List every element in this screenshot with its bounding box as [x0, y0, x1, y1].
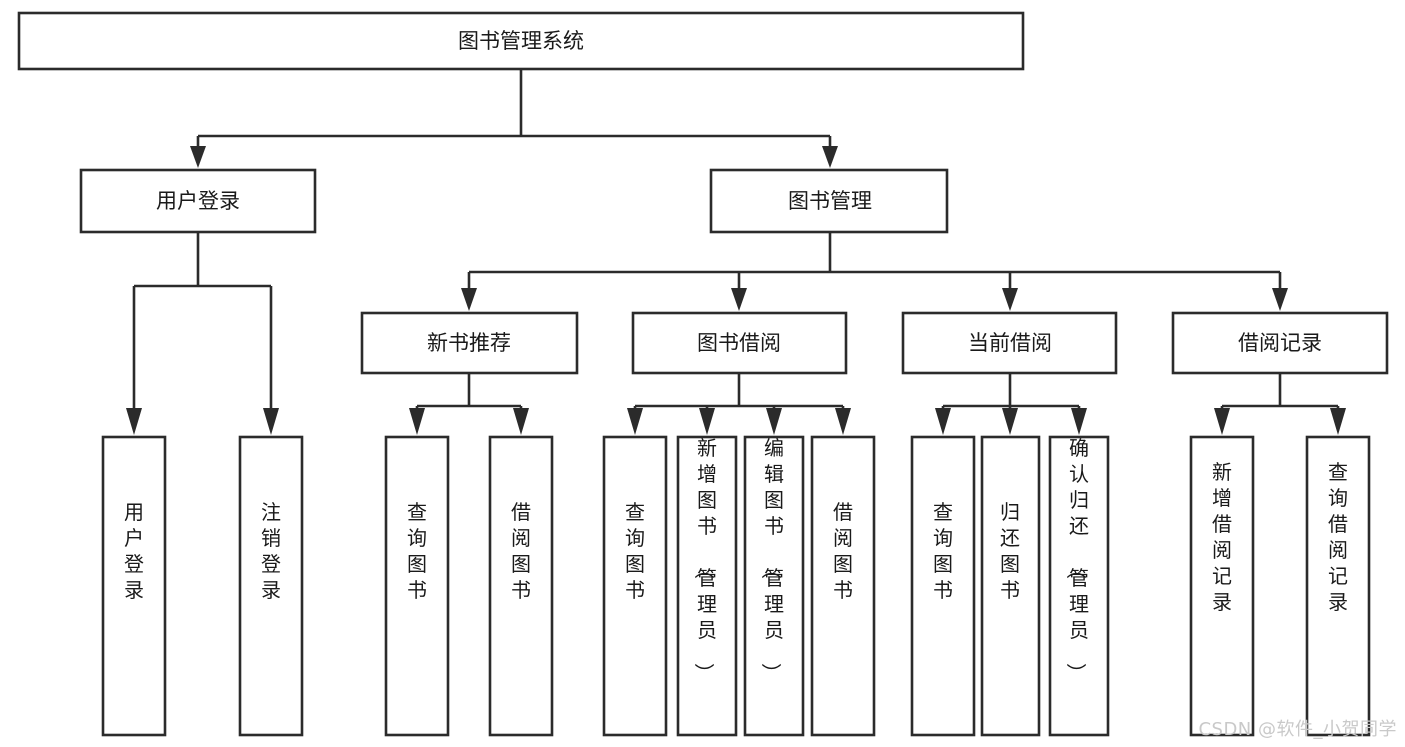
node-leaf-add-record-label: 新增借阅记录 [1212, 460, 1232, 614]
node-leaf-user-logout[interactable]: 注销登录 [238, 435, 304, 737]
node-new-book-recommend-label: 新书推荐 [427, 331, 511, 355]
connector-group-book-borrow [627, 374, 851, 435]
node-leaf-borrow-book-1[interactable]: 借阅图书 [488, 435, 554, 737]
node-borrow-record[interactable]: 借阅记录 [1171, 311, 1389, 375]
node-leaf-return-book[interactable]: 归还图书 [980, 435, 1041, 737]
arrowhead-leaf-user-logout [263, 408, 279, 435]
node-leaf-edit-book-box[interactable] [743, 435, 805, 737]
node-leaf-borrow-book-2[interactable]: 借阅图书 [810, 435, 876, 737]
node-leaf-borrow-book-1-label: 借阅图书 [511, 500, 531, 602]
node-leaf-confirm-return-box[interactable] [1048, 435, 1110, 737]
node-leaf-return-book-label: 归还图书 [1000, 500, 1020, 602]
arrowhead-leaf-borrow-book-1 [513, 408, 529, 435]
node-leaf-query-book-3[interactable]: 查询图书 [910, 435, 976, 737]
connector-group-new-book-recommend [409, 374, 529, 435]
node-leaf-add-book-box[interactable] [676, 435, 738, 737]
node-root-box[interactable] [17, 11, 1025, 71]
node-leaf-add-record-box[interactable] [1189, 435, 1255, 737]
connector-group-user-login [126, 233, 279, 435]
node-leaf-query-book-3-label: 查询图书 [933, 500, 953, 602]
connector-group-book-manage [461, 233, 1288, 311]
node-root-label: 图书管理系统 [458, 29, 584, 53]
arrowhead-current-borrow [1002, 288, 1018, 311]
node-book-manage[interactable]: 图书管理 [709, 168, 949, 234]
arrowhead-borrow-record [1272, 288, 1288, 311]
arrowhead-leaf-edit-book [766, 408, 782, 435]
node-leaf-query-book-1-label: 查询图书 [407, 500, 427, 602]
node-leaf-borrow-book-2-label: 借阅图书 [833, 500, 853, 602]
arrowhead-leaf-query-book-1 [409, 408, 425, 435]
node-current-borrow-label: 当前借阅 [968, 331, 1052, 355]
node-user-login[interactable]: 用户登录 [79, 168, 317, 234]
arrowhead-new-book-recommend [461, 288, 477, 311]
node-user-login-label: 用户登录 [156, 189, 240, 213]
arrowhead-leaf-query-record [1330, 408, 1346, 435]
connector-group-borrow-record [1214, 374, 1346, 435]
arrowhead-leaf-add-book [699, 408, 715, 435]
node-leaf-add-book-label: 新增图书（管理员） [692, 436, 717, 683]
node-new-book-recommend[interactable]: 新书推荐 [360, 311, 579, 375]
node-borrow-record-label: 借阅记录 [1238, 331, 1322, 355]
node-leaf-query-book-2-label: 查询图书 [625, 500, 645, 602]
node-leaf-query-book-2-box[interactable] [602, 435, 668, 737]
node-root[interactable]: 图书管理系统 [17, 11, 1025, 71]
node-leaf-confirm-return-label: 确认归还（管理员） [1064, 436, 1089, 683]
arrowhead-book-manage [822, 146, 838, 168]
node-leaf-query-book-1-box[interactable] [384, 435, 450, 737]
node-leaf-query-book-2[interactable]: 查询图书 [602, 435, 668, 737]
node-current-borrow[interactable]: 当前借阅 [901, 311, 1118, 375]
node-book-borrow-box[interactable] [631, 311, 848, 375]
node-leaf-user-logout-label: 注销登录 [261, 500, 281, 602]
node-leaf-add-book[interactable]: 新增图书（管理员） [676, 435, 738, 737]
node-leaf-user-login[interactable]: 用户登录 [101, 435, 167, 737]
connector-group-root [190, 69, 838, 168]
node-leaf-query-book-1[interactable]: 查询图书 [384, 435, 450, 737]
arrowhead-leaf-return-book [1002, 408, 1018, 435]
arrowhead-user-login [190, 146, 206, 168]
node-leaf-query-record[interactable]: 查询借阅记录 [1305, 435, 1371, 737]
node-user-login-box[interactable] [79, 168, 317, 234]
node-leaf-query-record-box[interactable] [1305, 435, 1371, 737]
arrowhead-book-borrow [731, 288, 747, 311]
node-leaf-borrow-book-1-box[interactable] [488, 435, 554, 737]
node-leaf-edit-book-label: 编辑图书（管理员） [759, 436, 784, 683]
arrowhead-leaf-query-book-3 [935, 408, 951, 435]
arrowhead-leaf-add-record [1214, 408, 1230, 435]
node-leaf-user-login-label: 用户登录 [124, 500, 144, 602]
arrowhead-leaf-confirm-return [1071, 408, 1087, 435]
node-leaf-borrow-book-2-box[interactable] [810, 435, 876, 737]
node-book-manage-label: 图书管理 [788, 189, 872, 213]
connector-group-current-borrow [935, 374, 1087, 435]
node-leaf-query-book-3-box[interactable] [910, 435, 976, 737]
arrowhead-leaf-borrow-book-2 [835, 408, 851, 435]
node-leaf-user-login-box[interactable] [101, 435, 167, 737]
node-borrow-record-box[interactable] [1171, 311, 1389, 375]
node-current-borrow-box[interactable] [901, 311, 1118, 375]
node-book-manage-box[interactable] [709, 168, 949, 234]
node-leaf-edit-book[interactable]: 编辑图书（管理员） [743, 435, 805, 737]
node-new-book-recommend-box[interactable] [360, 311, 579, 375]
node-leaf-user-logout-box[interactable] [238, 435, 304, 737]
node-book-borrow[interactable]: 图书借阅 [631, 311, 848, 375]
node-leaf-query-record-label: 查询借阅记录 [1328, 460, 1348, 614]
node-leaf-confirm-return[interactable]: 确认归还（管理员） [1048, 435, 1110, 737]
arrowhead-leaf-user-login [126, 408, 142, 435]
node-leaf-return-book-box[interactable] [980, 435, 1041, 737]
arrowhead-leaf-query-book-2 [627, 408, 643, 435]
node-leaf-add-record[interactable]: 新增借阅记录 [1189, 435, 1255, 737]
node-book-borrow-label: 图书借阅 [697, 331, 781, 355]
